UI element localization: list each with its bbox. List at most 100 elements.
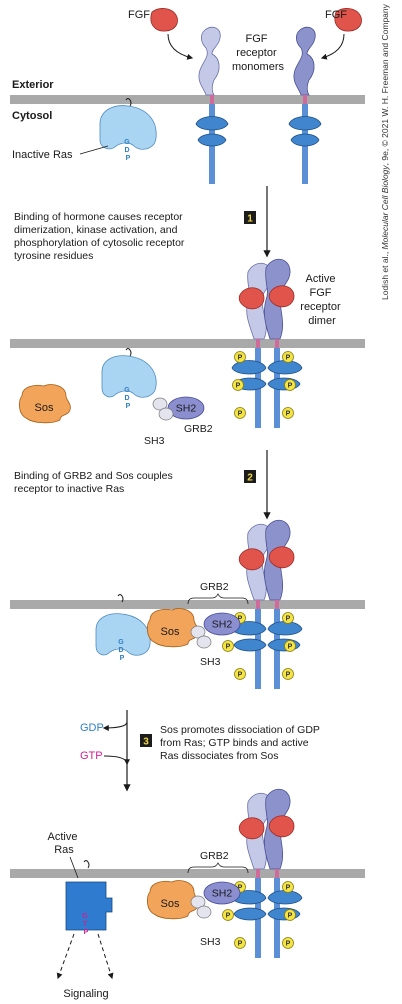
grb2-icon: SH2 bbox=[190, 612, 241, 649]
step-3-description: Sos promotes dissociation of GDP from Ra… bbox=[160, 724, 323, 762]
sh3-label: SH3 bbox=[200, 936, 221, 948]
grb2-label: GRB2 bbox=[200, 850, 229, 862]
phosphate-icon bbox=[282, 881, 294, 893]
fgf-ligand-icon bbox=[150, 8, 178, 32]
sh2-label: SH2 bbox=[212, 619, 233, 631]
fgf-ligand-icon bbox=[268, 285, 295, 308]
step-3: GDP GTP 3 Sos promotes dissociation of G… bbox=[80, 710, 323, 792]
step-number: 2 bbox=[247, 473, 253, 484]
sos-label: Sos bbox=[161, 626, 180, 638]
fgf-ligand-icon bbox=[268, 546, 295, 569]
kinase-domain-icon bbox=[233, 907, 267, 921]
ras-icon: G D P bbox=[95, 594, 151, 662]
sh2-label: SH2 bbox=[176, 403, 197, 415]
phosphate-icon bbox=[282, 612, 294, 624]
grb2-icon: SH2 bbox=[190, 881, 241, 919]
phosphate-label: P bbox=[286, 941, 291, 948]
phosphate-label: P bbox=[288, 913, 293, 920]
arrow-icon bbox=[56, 933, 75, 980]
step-1: 1 Binding of hormone causes receptor dim… bbox=[14, 186, 271, 262]
grb2-brace bbox=[187, 593, 249, 605]
arrow-icon bbox=[320, 33, 345, 60]
gdp-label: G D P bbox=[118, 639, 125, 662]
fgf-ligand-icon bbox=[268, 815, 295, 838]
cytosol-label: Cytosol bbox=[12, 110, 52, 122]
phosphate-label: P bbox=[286, 355, 291, 362]
panel-2: Active FGF receptor dimer P P bbox=[10, 258, 365, 447]
phosphate-label: P bbox=[226, 913, 231, 920]
gtp-in-label: GTP bbox=[80, 750, 103, 762]
step-1-description: Binding of hormone causes receptor dimer… bbox=[14, 211, 187, 262]
exterior-label: Exterior bbox=[12, 79, 54, 91]
ras-icon: G D P bbox=[99, 98, 157, 162]
phosphate-label: P bbox=[236, 383, 241, 390]
step-number-box bbox=[140, 734, 152, 747]
gdp-out-label: GDP bbox=[80, 722, 104, 734]
pointer-line bbox=[69, 856, 79, 879]
phosphate-label: P bbox=[238, 941, 243, 948]
inactive-ras-label: Inactive Ras bbox=[12, 149, 73, 161]
phosphate-label: P bbox=[238, 355, 243, 362]
arrow-icon bbox=[102, 721, 128, 731]
phosphate-label: P bbox=[286, 885, 291, 892]
phosphate-label: P bbox=[238, 885, 243, 892]
sh2-label: SH2 bbox=[212, 888, 233, 900]
receptor-monomer-icon bbox=[195, 26, 229, 184]
phosphate-label: P bbox=[238, 616, 243, 623]
phosphate-icon bbox=[284, 379, 296, 391]
active-dimer-label: Active FGF receptor dimer bbox=[300, 273, 343, 327]
phosphate-icon bbox=[222, 640, 234, 652]
gtp-label: G T P bbox=[82, 913, 89, 936]
signaling-label: Signaling bbox=[63, 988, 108, 1000]
active-ras-label: Active Ras bbox=[47, 831, 80, 856]
fgf-ligand-icon bbox=[238, 548, 265, 571]
kinase-domain-icon bbox=[267, 360, 303, 375]
phosphate-icon bbox=[234, 351, 246, 363]
ras-active-icon: G T P bbox=[65, 860, 113, 936]
fgf-ligand-icon bbox=[238, 287, 265, 310]
sh3-label: SH3 bbox=[200, 656, 221, 668]
fgf-label-left: FGF bbox=[128, 9, 150, 21]
sos-icon: Sos bbox=[18, 384, 71, 424]
phosphate-label: P bbox=[288, 383, 293, 390]
phosphate-icon bbox=[284, 640, 296, 652]
grb2-brace bbox=[187, 862, 249, 874]
kinase-domain-icon bbox=[195, 116, 229, 131]
kinase-domain-icon bbox=[288, 116, 322, 131]
phosphate-icon bbox=[234, 668, 246, 680]
sos-icon: Sos bbox=[146, 608, 199, 648]
step-number-box bbox=[244, 211, 256, 224]
sos-label: Sos bbox=[161, 898, 180, 910]
phosphate-label: P bbox=[226, 644, 231, 651]
panel-1: Exterior Cytosol FGF FGF FGF receptor mo… bbox=[10, 8, 365, 184]
kinase-domain-icon bbox=[267, 621, 303, 636]
membrane bbox=[10, 869, 365, 878]
receptor-dimer bbox=[231, 258, 303, 428]
fgf-ligand-icon bbox=[238, 817, 265, 840]
sos-label: Sos bbox=[35, 402, 54, 414]
receptor-monomers-label: FGF receptor monomers bbox=[232, 33, 284, 73]
phosphate-icon bbox=[282, 351, 294, 363]
phosphate-group: P P P P P P bbox=[222, 612, 296, 680]
step-number: 3 bbox=[143, 737, 149, 748]
phosphate-icon bbox=[284, 909, 296, 921]
grb2-label: GRB2 bbox=[184, 423, 213, 435]
sh3-label: SH3 bbox=[144, 435, 165, 447]
phosphate-icon bbox=[222, 909, 234, 921]
gdp-label: G D P bbox=[124, 139, 131, 162]
membrane bbox=[10, 339, 365, 348]
arrow-icon bbox=[167, 33, 194, 60]
phosphate-label: P bbox=[238, 411, 243, 418]
ras-icon: G D P bbox=[101, 348, 157, 410]
phosphate-label: P bbox=[286, 411, 291, 418]
grb2-icon: SH2 bbox=[152, 396, 205, 421]
grb2-label: GRB2 bbox=[200, 581, 229, 593]
pointer-line bbox=[79, 145, 109, 155]
step-2-description: Binding of GRB2 and Sos couples receptor… bbox=[14, 470, 176, 495]
phosphate-label: P bbox=[238, 672, 243, 679]
gdp-label: G D P bbox=[124, 387, 131, 410]
phosphate-icon bbox=[282, 668, 294, 680]
receptor-monomer-icon bbox=[288, 26, 322, 184]
kinase-domain-icon bbox=[197, 133, 227, 147]
